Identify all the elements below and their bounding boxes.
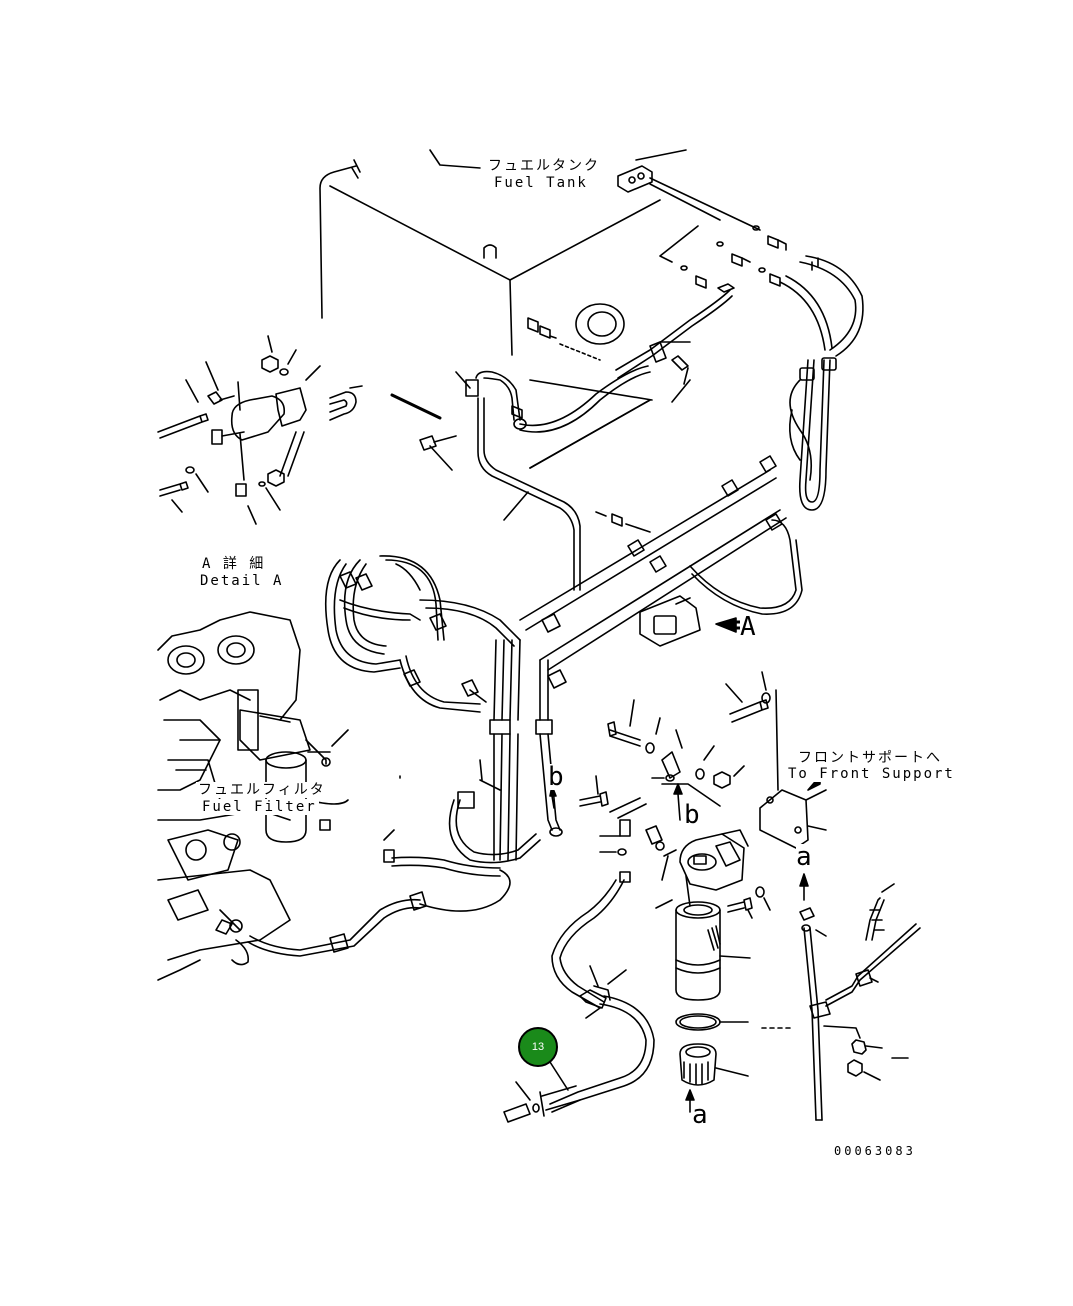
fuel-tank (319, 149, 687, 356)
fuel-filter-label-en: Fuel Filter (200, 799, 319, 815)
drain-hose (761, 883, 921, 1121)
view-ref-b-upper: b (548, 762, 564, 792)
drawing-number: 00063083 (834, 1144, 916, 1158)
filter-assembly (549, 671, 827, 1113)
long-fuel-pipes (519, 455, 803, 689)
supply-hose-13 (503, 871, 655, 1123)
view-ref-a-upper: a (796, 842, 812, 872)
hose-bundle (324, 555, 563, 861)
view-ref-b-lower: b (684, 800, 700, 830)
fuel-tank-label-jp: フュエルタンク (486, 158, 600, 174)
view-ref-A: A (740, 612, 756, 642)
part-callout-13[interactable]: 13 (518, 1027, 558, 1067)
detail-a-label-jp: A 詳 細 (200, 556, 268, 572)
left-exploded-parts (157, 335, 363, 525)
fuel-tank-label-en: Fuel Tank (492, 175, 588, 191)
hose-clamp-center (390, 370, 651, 591)
lower-fuel-hoses (215, 759, 541, 957)
tank-side-parts (519, 283, 735, 469)
part-callout-number: 13 (531, 1041, 545, 1053)
detail-a-label-en: Detail A (198, 573, 286, 589)
front-support-label-jp: フロントサポートへ (796, 750, 944, 766)
view-ref-a-lower: a (692, 1100, 708, 1130)
tank-outlet-fittings (649, 177, 864, 511)
front-support-label-en: To Front Support (786, 766, 957, 782)
fuel-filter-label-jp: フュエルフィルタ (196, 782, 328, 798)
engine-detail (157, 611, 349, 981)
